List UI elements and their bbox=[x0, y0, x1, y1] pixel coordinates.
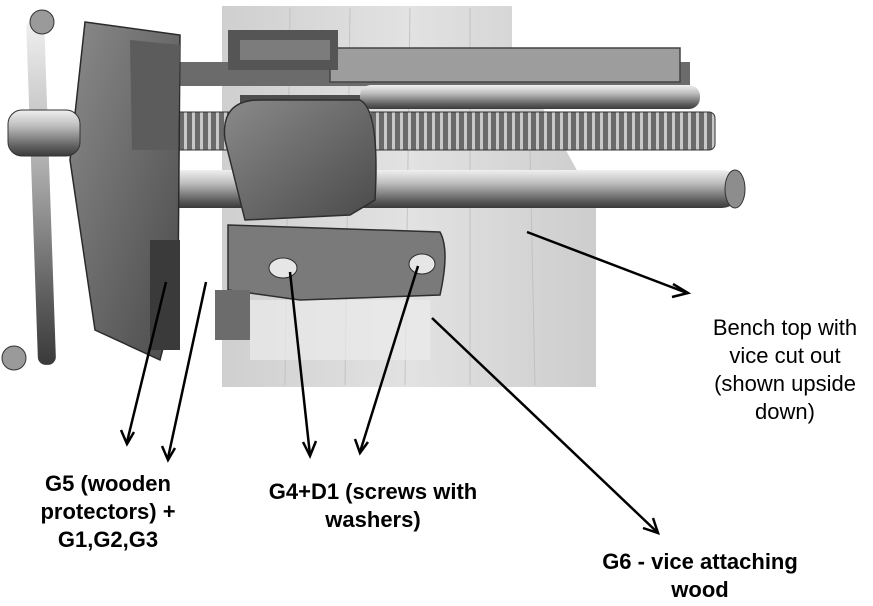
label-line: washers) bbox=[325, 506, 421, 532]
movable-jaw bbox=[215, 95, 446, 340]
label-line: wood bbox=[671, 576, 729, 602]
label-line: down) bbox=[755, 398, 815, 424]
label-bench-top: Bench top with vice cut out (shown upsid… bbox=[690, 314, 873, 426]
label-line: protectors) + bbox=[40, 498, 176, 524]
label-g6: G6 - vice attaching wood bbox=[580, 548, 820, 604]
label-line: G6 - vice attaching bbox=[602, 549, 798, 574]
label-line: G4+D1 (screws with bbox=[268, 479, 478, 504]
vice-handle bbox=[1, 9, 81, 371]
label-line: Bench top with bbox=[712, 315, 858, 340]
annotation-arrows bbox=[119, 230, 692, 535]
label-g4: G4+D1 (screws with washers) bbox=[248, 478, 498, 534]
label-line: G1,G2,G3 bbox=[57, 526, 159, 552]
label-line: (shown upside bbox=[714, 370, 856, 396]
label-line: vice cut out bbox=[729, 342, 841, 368]
label-line: G5 (wooden bbox=[45, 471, 171, 496]
label-g5: G5 (wooden protectors) + G1,G2,G3 bbox=[18, 470, 198, 554]
top-rail bbox=[130, 30, 690, 86]
front-jaw bbox=[69, 21, 181, 362]
